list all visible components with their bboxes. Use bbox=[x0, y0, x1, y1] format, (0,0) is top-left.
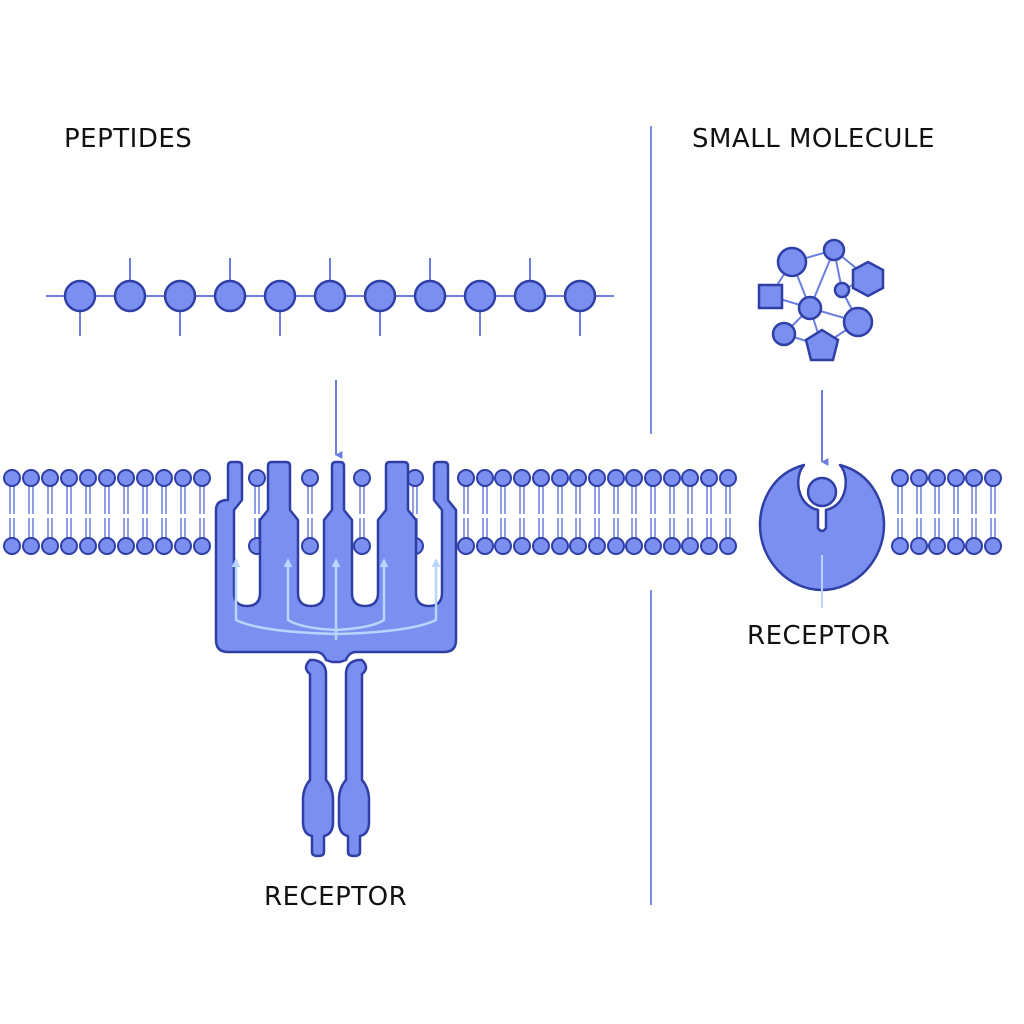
amino-acid-residue bbox=[213, 279, 247, 313]
atom bbox=[757, 283, 784, 310]
phospholipid bbox=[301, 469, 319, 555]
peptide-receptor bbox=[214, 460, 458, 858]
phospholipid bbox=[79, 469, 97, 555]
phospholipid bbox=[700, 469, 718, 555]
phospholipid bbox=[719, 469, 737, 555]
atom bbox=[851, 260, 885, 298]
atom bbox=[797, 295, 823, 321]
phospholipid bbox=[984, 469, 1002, 555]
atom bbox=[771, 321, 797, 347]
phospholipid bbox=[3, 469, 21, 555]
phospholipid bbox=[588, 469, 606, 555]
phospholipid bbox=[457, 469, 475, 555]
amino-acid-residue bbox=[563, 279, 597, 313]
phospholipid bbox=[891, 469, 909, 555]
amino-acid-residue bbox=[413, 279, 447, 313]
phospholipid bbox=[551, 469, 569, 555]
phospholipid bbox=[98, 469, 116, 555]
small-molecule bbox=[757, 238, 885, 362]
small-molecule-receptor-label: RECEPTOR bbox=[747, 621, 890, 651]
phospholipid bbox=[569, 469, 587, 555]
phospholipid bbox=[928, 469, 946, 555]
phospholipid bbox=[117, 469, 135, 555]
phospholipid bbox=[136, 469, 154, 555]
phospholipid bbox=[607, 469, 625, 555]
amino-acid-residue bbox=[463, 279, 497, 313]
phospholipid bbox=[625, 469, 643, 555]
phospholipid bbox=[910, 469, 928, 555]
phospholipid bbox=[174, 469, 192, 555]
peptide-receptor-label: RECEPTOR bbox=[264, 882, 407, 912]
peptides-title: PEPTIDES bbox=[64, 124, 192, 154]
phospholipid bbox=[22, 469, 40, 555]
bound-ligand bbox=[806, 476, 838, 508]
phospholipid bbox=[681, 469, 699, 555]
receptor-intracellular-tails bbox=[301, 658, 371, 858]
phospholipid bbox=[532, 469, 550, 555]
small-molecule-receptor bbox=[758, 463, 886, 608]
phospholipid bbox=[193, 469, 211, 555]
signal-transduction-arrows bbox=[231, 558, 441, 640]
peptide-chain bbox=[46, 258, 614, 336]
phospholipid bbox=[513, 469, 531, 555]
phospholipid bbox=[494, 469, 512, 555]
phospholipid bbox=[353, 469, 371, 555]
amino-acid-residue bbox=[363, 279, 397, 313]
receptor-binding-pocket bbox=[758, 463, 886, 592]
atom bbox=[833, 281, 851, 299]
atom bbox=[822, 238, 846, 262]
phospholipid bbox=[476, 469, 494, 555]
amino-acid-residue bbox=[113, 279, 147, 313]
amino-acid-residue bbox=[63, 279, 97, 313]
amino-acid-residue bbox=[513, 279, 547, 313]
lipid-bilayer-membrane bbox=[3, 469, 1002, 555]
phospholipid bbox=[663, 469, 681, 555]
phospholipid bbox=[60, 469, 78, 555]
atom bbox=[776, 246, 808, 278]
small-molecule-title: SMALL MOLECULE bbox=[692, 124, 935, 154]
phospholipid bbox=[644, 469, 662, 555]
amino-acid-residue bbox=[163, 279, 197, 313]
atom bbox=[804, 328, 840, 362]
phospholipid bbox=[41, 469, 59, 555]
molecule-atoms bbox=[757, 238, 885, 362]
phospholipid bbox=[965, 469, 983, 555]
phospholipid bbox=[947, 469, 965, 555]
atom bbox=[842, 306, 874, 338]
phospholipid bbox=[155, 469, 173, 555]
amino-acid-residue bbox=[313, 279, 347, 313]
amino-acid-residue bbox=[263, 279, 297, 313]
